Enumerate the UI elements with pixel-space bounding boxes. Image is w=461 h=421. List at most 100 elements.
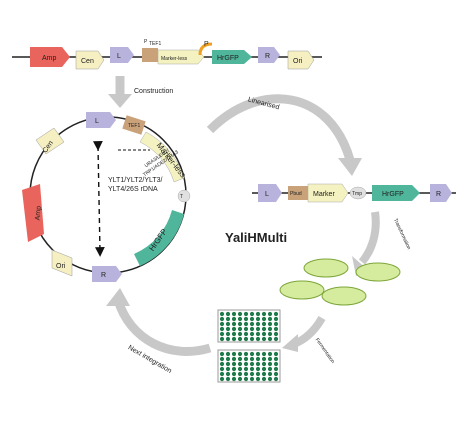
well <box>231 316 237 322</box>
well <box>267 321 273 327</box>
sites-line-2: YLT4/26S rDNA <box>108 186 158 193</box>
circle-marker <box>139 131 185 183</box>
well <box>243 311 249 317</box>
linear-construct-top: Amp Cen L P TEF1 Marker-less P HrGFP R O… <box>12 39 322 70</box>
well <box>231 376 237 382</box>
well <box>237 371 243 377</box>
well <box>243 331 249 337</box>
r-homology-arm <box>258 47 280 63</box>
cassette-r-label: R <box>436 191 441 198</box>
well <box>255 366 261 372</box>
well <box>261 331 267 337</box>
fermentation-arrow: Fermentation <box>282 315 336 365</box>
cassette-hrgfp <box>372 185 420 201</box>
well <box>231 361 237 367</box>
promoter-label: P <box>144 39 148 45</box>
well-plates <box>217 309 281 383</box>
well <box>231 356 237 362</box>
well <box>255 326 261 332</box>
well <box>237 351 243 357</box>
diagram-title: YaliHMulti <box>225 230 287 245</box>
well <box>261 366 267 372</box>
well <box>243 336 249 342</box>
construction-arrow-head <box>108 94 132 108</box>
well <box>273 321 279 327</box>
circle-promoter <box>122 115 146 135</box>
r-label: R <box>265 53 270 60</box>
well <box>237 356 243 362</box>
well <box>273 326 279 332</box>
well <box>261 351 267 357</box>
well <box>243 366 249 372</box>
circle-r-arm <box>92 266 122 282</box>
well <box>249 356 255 362</box>
next-integration-arrow: Next integration <box>106 288 212 375</box>
well <box>243 316 249 322</box>
well <box>219 356 225 362</box>
well <box>273 311 279 317</box>
well <box>261 336 267 342</box>
well <box>273 366 279 372</box>
well <box>243 351 249 357</box>
well <box>237 336 243 342</box>
linearised-arrow: Linearised <box>206 94 362 176</box>
well <box>249 311 255 317</box>
well <box>237 376 243 382</box>
well <box>255 356 261 362</box>
linearised-arrow-head <box>338 158 362 176</box>
cassette-r-arm <box>430 184 452 202</box>
construction-label: Construction <box>134 88 173 95</box>
well <box>273 356 279 362</box>
well <box>261 311 267 317</box>
well <box>219 331 225 337</box>
linear-cassette-right: L Pbud Marker Tmp HrGFP R <box>252 183 456 203</box>
circle-terminator-label: T <box>180 194 183 200</box>
well <box>243 371 249 377</box>
hrgfp-element <box>212 50 252 64</box>
marker-element <box>157 49 205 65</box>
well <box>261 376 267 382</box>
well <box>267 311 273 317</box>
well <box>267 356 273 362</box>
petri-dish-3 <box>279 280 325 300</box>
well <box>273 351 279 357</box>
circular-plasmid: L TEF1 Marker-less T HrGFP R Ori Amp Cen… <box>22 112 191 282</box>
well <box>261 321 267 327</box>
well <box>219 321 225 327</box>
well <box>255 351 261 357</box>
well <box>225 361 231 367</box>
well <box>267 361 273 367</box>
well <box>219 326 225 332</box>
well <box>255 371 261 377</box>
cassette-l-arm <box>258 184 282 202</box>
well <box>219 311 225 317</box>
well <box>243 321 249 327</box>
petri-dish-1 <box>303 258 349 278</box>
well <box>273 376 279 382</box>
well <box>219 336 225 342</box>
well <box>231 331 237 337</box>
well <box>225 321 231 327</box>
construction-arrow: Construction <box>108 76 173 108</box>
well <box>267 316 273 322</box>
well <box>237 366 243 372</box>
well <box>249 331 255 337</box>
hrgfp-label: HrGFP <box>217 55 239 62</box>
ori-label: Ori <box>293 58 303 65</box>
well <box>219 316 225 322</box>
well <box>225 356 231 362</box>
well <box>249 336 255 342</box>
well <box>219 351 225 357</box>
well <box>255 376 261 382</box>
circle-amp-label: Amp <box>34 206 42 221</box>
well <box>231 311 237 317</box>
ori-element <box>287 50 315 70</box>
petri-dishes <box>279 258 401 306</box>
well <box>237 331 243 337</box>
well <box>261 371 267 377</box>
well <box>267 351 273 357</box>
well <box>267 326 273 332</box>
well <box>225 336 231 342</box>
well-plate-2-wells <box>219 351 279 382</box>
